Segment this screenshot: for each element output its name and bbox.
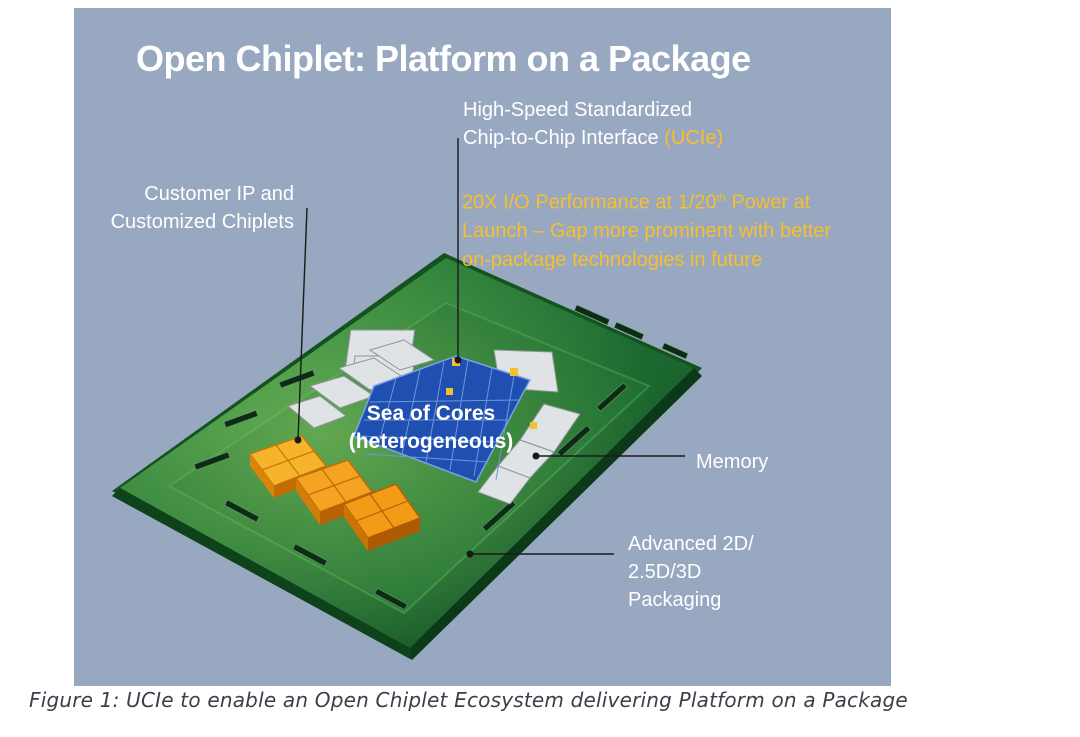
callout-dots: [294, 356, 540, 558]
package-edge-bottom-right: [410, 368, 702, 660]
customer-ip-line1: Customer IP and: [144, 183, 294, 205]
performance-line1-text: 20X I/O Performance at 1/20: [462, 191, 717, 214]
customer-callout-line: [297, 207, 308, 441]
performance-line3: on-package technologies in future: [462, 248, 763, 271]
packaging-line3: Packaging: [628, 589, 722, 611]
ucie-label-line2: Chip-to-Chip Interface (UCIe): [463, 124, 723, 152]
packaging-label: Advanced 2D/ 2.5D/3D Packaging: [628, 530, 754, 614]
sea-of-cores: [353, 355, 532, 483]
figure-caption: Figure 1: UCIe to enable an Open Chiplet…: [29, 688, 908, 712]
memory-label: Memory: [696, 451, 769, 473]
sea-of-cores-label: Sea of Cores (heterogeneous): [336, 400, 526, 456]
performance-line2: Launch – Gap more prominent with better: [462, 220, 832, 243]
packaging-line2: 2.5D/3D: [628, 561, 702, 583]
package-edge-bottom-left: [112, 488, 412, 660]
slide: Open Chiplet: Platform on a Package High…: [74, 8, 891, 686]
packaging-line1: Advanced 2D/: [628, 533, 754, 555]
core-grid: [359, 359, 521, 481]
ucie-label-text: Chip-to-Chip Interface: [463, 127, 659, 149]
ucie-tag: (UCIe): [664, 127, 724, 149]
sea-of-cores-line2: (heterogeneous): [348, 430, 514, 453]
ucie-label-line1: High-Speed Standardized: [463, 99, 693, 121]
performance-line1-end: Power at: [725, 191, 811, 214]
customer-ip-line2: Customized Chiplets: [110, 211, 294, 233]
slide-title: Open Chiplet: Platform on a Package: [136, 38, 751, 79]
ucie-label: High-Speed Standardized Chip-to-Chip Int…: [463, 96, 723, 152]
performance-note: 20X I/O Performance at 1/20th Power at L…: [462, 184, 891, 274]
callout-lines: [297, 138, 685, 555]
package-illustration: [112, 138, 702, 660]
connector-pads: [193, 304, 689, 611]
sea-of-cores-line1: Sea of Cores: [366, 402, 496, 425]
performance-superscript: th: [716, 192, 726, 204]
customer-ip-label: Customer IP and Customized Chiplets: [88, 180, 294, 236]
customer-chiplet-3: [342, 483, 422, 551]
performance-line1: 20X I/O Performance at 1/20th Power at: [462, 184, 891, 217]
